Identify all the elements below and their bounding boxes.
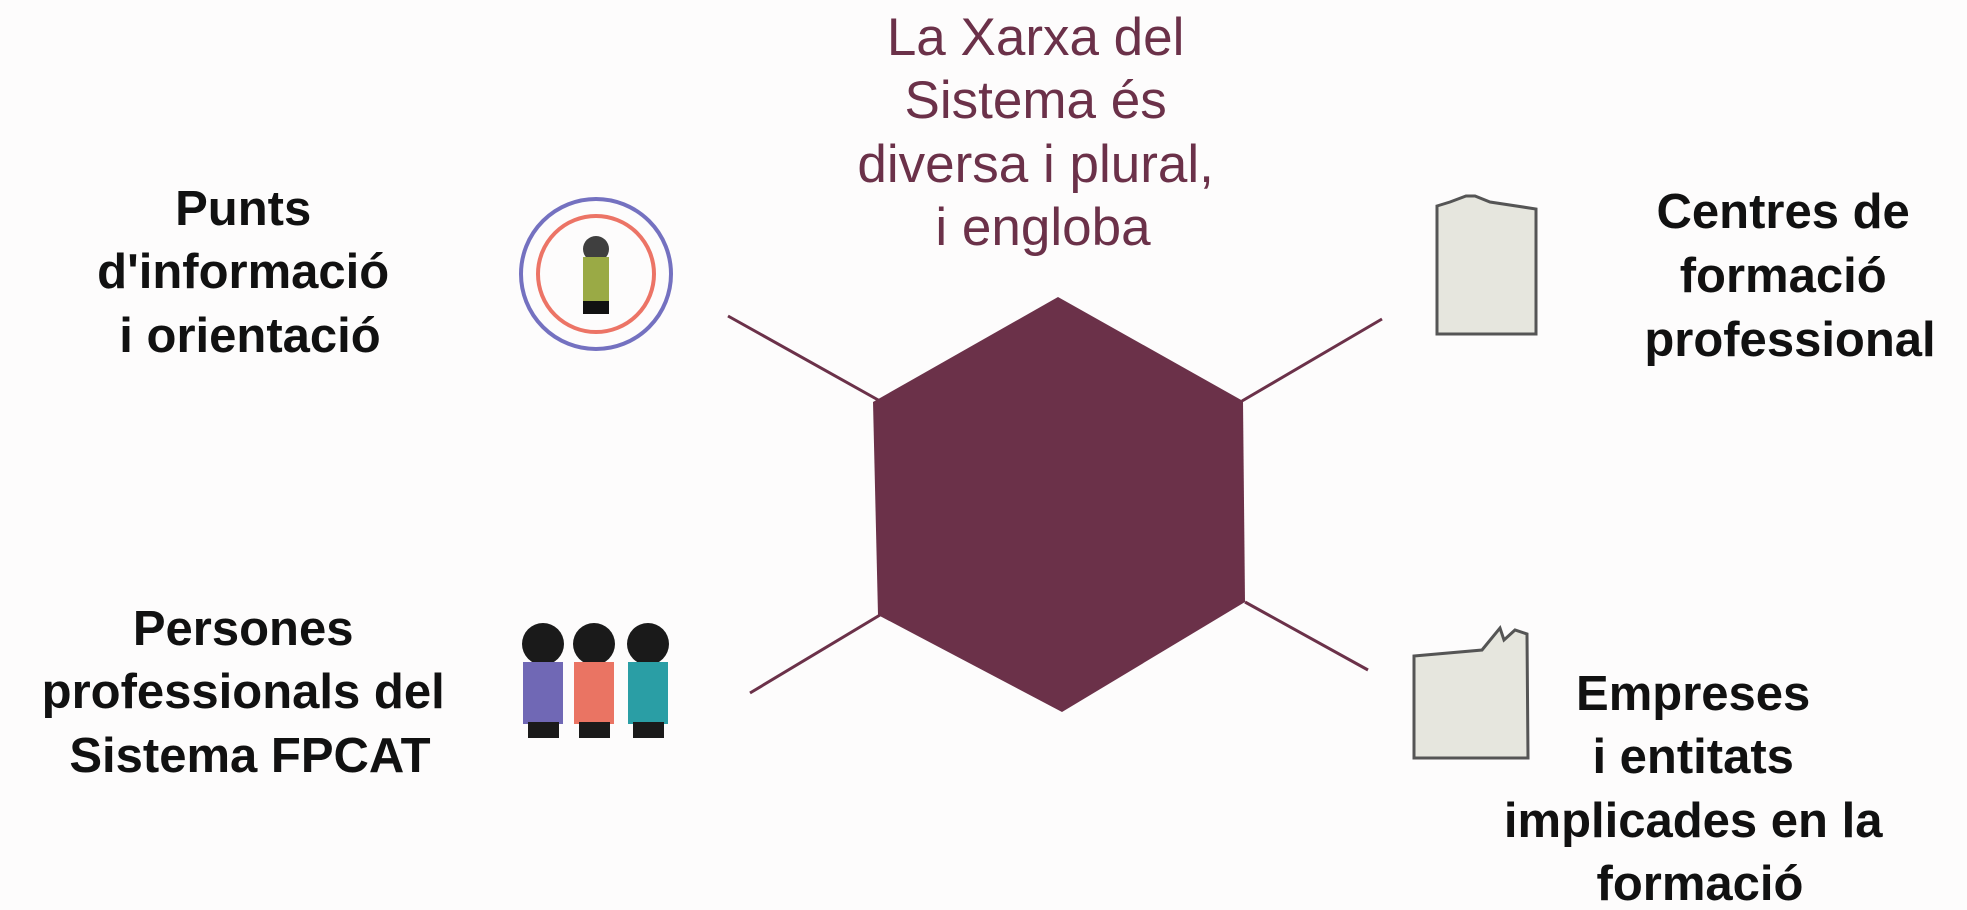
- diagram-title: La Xarxa del Sistema és diversa i plural…: [857, 8, 1228, 257]
- companies-label-line: i entitats: [1592, 730, 1793, 784]
- info-points-label-line: Punts: [175, 182, 311, 236]
- training-centres-label-line: Centres de: [1657, 185, 1910, 239]
- professionals-label-line: Sistema FPCAT: [69, 729, 430, 783]
- training-centres-label-line: professional: [1644, 313, 1935, 367]
- connector-line-info-points: [727, 314, 881, 403]
- diagram-title-line: La Xarxa del: [887, 8, 1185, 67]
- companies-label-line: Empreses: [1576, 667, 1810, 721]
- diagram-title-line: Sistema és: [905, 71, 1167, 130]
- school-building-icon: [1435, 194, 1538, 336]
- information-point-icon: [519, 197, 673, 351]
- professionals-label-line: professionals del: [42, 665, 445, 719]
- factory-icon: [1412, 624, 1530, 760]
- connector-lines: [727, 314, 1383, 695]
- diagram-title-line: i engloba: [935, 198, 1151, 257]
- professionals-label: Persones professionals del Sistema FPCAT: [42, 602, 459, 783]
- training-centres-label: Centres de formació professional: [1644, 185, 1935, 367]
- training-centres-label-line: formació: [1680, 249, 1887, 303]
- connector-line-training-centres: [1241, 317, 1383, 403]
- connector-line-professionals: [749, 613, 881, 695]
- info-points-label: Punts d'informació i orientació: [97, 182, 403, 363]
- diagram-title-line: diversa i plural,: [857, 135, 1213, 194]
- central-hexagon: [873, 297, 1245, 712]
- companies-label: Empreses i entitats implicades en la for…: [1504, 667, 1896, 910]
- connector-line-companies: [1244, 600, 1369, 672]
- companies-label-line: formació: [1597, 857, 1804, 910]
- info-points-label-line: i orientació: [119, 309, 380, 363]
- professionals-label-line: Persones: [133, 602, 354, 656]
- companies-label-line: implicades en la: [1504, 794, 1883, 848]
- info-points-label-line: d'informació: [97, 245, 389, 299]
- people-group-icon: [522, 623, 669, 738]
